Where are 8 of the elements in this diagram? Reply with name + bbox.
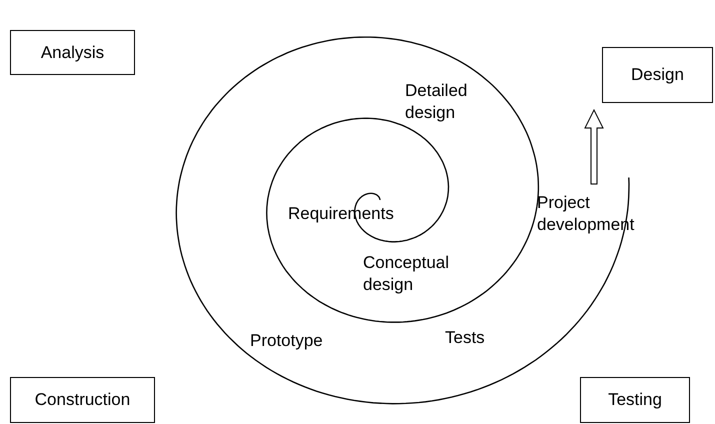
phase-box: Design xyxy=(602,47,713,103)
phase-box: Testing xyxy=(580,377,690,423)
stage-label: Detailed design xyxy=(405,80,468,124)
phase-box: Construction xyxy=(10,377,155,423)
stage-label: Tests xyxy=(445,327,485,349)
stage-label: Conceptual design xyxy=(363,252,450,296)
phase-box: Analysis xyxy=(10,30,135,75)
stage-label: Prototype xyxy=(250,330,323,352)
